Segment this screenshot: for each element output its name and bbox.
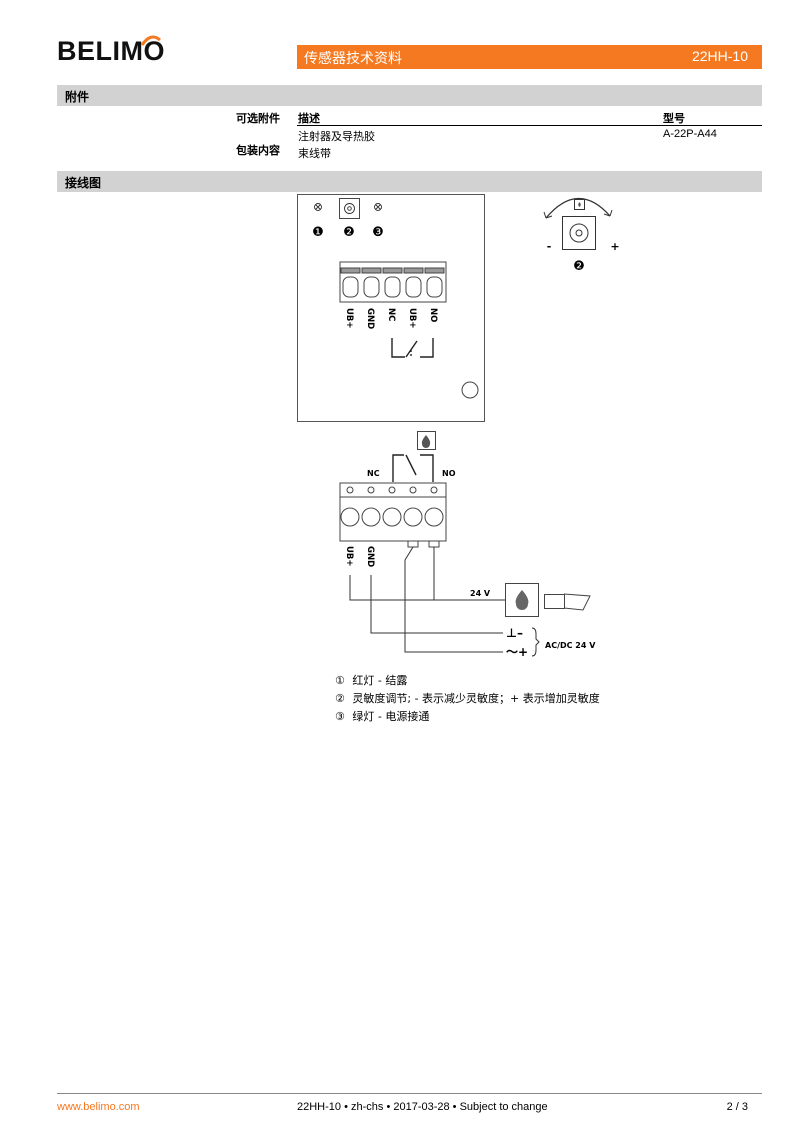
column-description: 描述: [298, 112, 320, 125]
led-red-icon: [314, 203, 322, 211]
bottom-label: GND: [365, 546, 375, 567]
nc-label: NC: [367, 469, 380, 478]
mounting-hole: [461, 381, 479, 399]
supply-label: AC/DC 24 V: [545, 641, 596, 650]
section-title: 接线图: [65, 176, 102, 190]
terminal-block: [339, 261, 447, 303]
potentiometer-icon: [339, 198, 360, 219]
terminal-label: UB+: [407, 308, 417, 329]
legend-text: 绿灯 - 电源接通: [352, 710, 430, 723]
terminal-label: NC: [386, 308, 396, 321]
ground-symbol: ⊥–: [506, 626, 523, 640]
legend-item: ③ 绿灯 - 电源接通: [335, 708, 429, 724]
table-row-description: 注射器及导热胶: [298, 130, 375, 143]
led-green-icon: [374, 203, 382, 211]
terminal-label: UB+: [344, 308, 354, 329]
marker-2: ❷: [343, 225, 355, 240]
legend-number: ①: [335, 674, 345, 687]
footer-page-number: 2 / 3: [726, 1101, 748, 1113]
legend-text: 灵敏度调节; - 表示减少灵敏度；+ 表示增加灵敏度: [352, 692, 600, 705]
supply-bracket: [531, 627, 540, 657]
section-wiring: 接线图: [57, 171, 762, 192]
legend-number: ③: [335, 710, 345, 723]
wires: [349, 546, 505, 653]
legend-number: ②: [335, 692, 345, 705]
footer-website-link[interactable]: www.belimo.com: [57, 1101, 140, 1113]
terminal-label: GND: [365, 308, 375, 329]
no-label: NO: [442, 469, 456, 478]
relay-contact-icon: [391, 338, 434, 358]
logo-arc-icon: [140, 35, 161, 46]
section-title: 附件: [65, 90, 90, 104]
sensitivity-dial-icon: [543, 197, 613, 250]
sensitivity-minus: -: [547, 240, 552, 253]
footer-doc-info: 22HH-10 • zh-chs • 2017-03-28 • Subject …: [297, 1101, 548, 1113]
package-contents-label: 包装内容: [236, 144, 280, 157]
column-model: 型号: [663, 112, 685, 125]
doc-title: 传感器技术资料: [304, 51, 402, 67]
legend-item: ① 红灯 - 结露: [335, 672, 407, 688]
sensitivity-marker: ❷: [573, 259, 585, 274]
marker-3: ❸: [372, 225, 384, 240]
header-bar: 传感器技术资料 22HH-10: [297, 45, 762, 69]
sensitivity-plus: +: [610, 240, 619, 253]
ac-symbol: ～+: [506, 645, 528, 659]
table-row-model: A-22P-A44: [663, 128, 717, 140]
table-row-description: 束线带: [298, 147, 331, 160]
device-board: [297, 194, 485, 422]
section-accessories: 附件: [57, 85, 762, 106]
legend-item: ② 灵敏度调节; - 表示减少灵敏度；+ 表示增加灵敏度: [335, 690, 600, 706]
marker-1: ❶: [312, 225, 324, 240]
voltage-label: 24 V: [470, 589, 491, 598]
relay-contact-lower-icon: [392, 454, 434, 482]
table-rule: [297, 125, 762, 126]
bottom-label: UB+: [344, 546, 354, 567]
product-code: 22HH-10: [691, 48, 748, 64]
legend-text: 红灯 - 结露: [352, 674, 408, 687]
footer-rule: [57, 1093, 762, 1094]
terminal-block-lower: [339, 482, 447, 548]
sensor-device-icon: [505, 583, 591, 617]
terminal-label: NO: [428, 308, 438, 322]
optional-accessories-label: 可选附件: [236, 112, 280, 125]
condensation-icon: [417, 431, 436, 450]
